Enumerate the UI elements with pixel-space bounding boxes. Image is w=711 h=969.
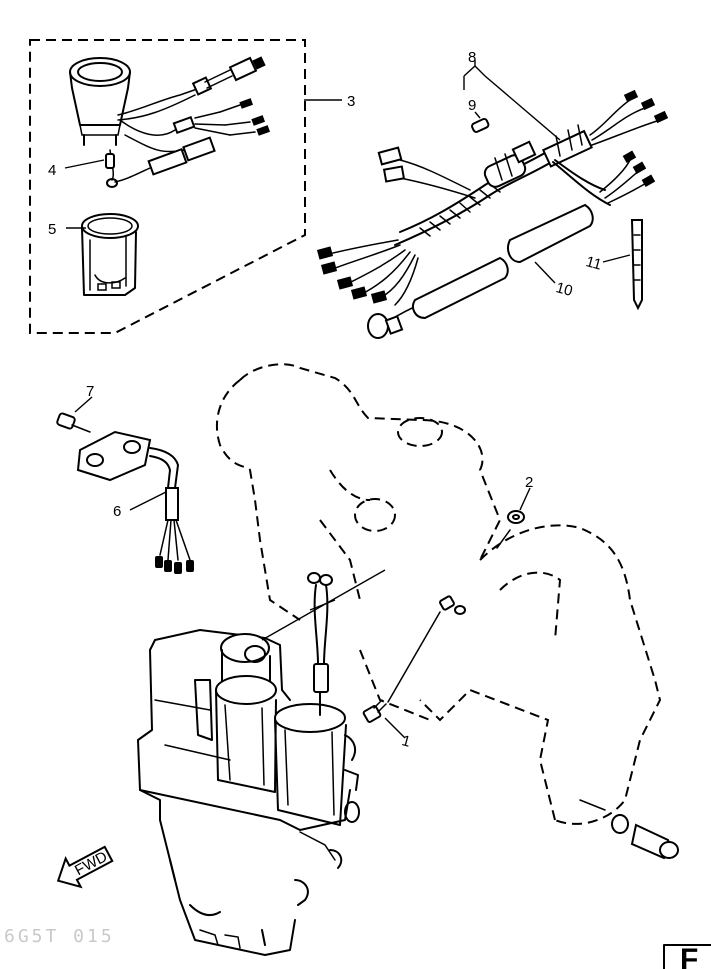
trim-meter-gauge[interactable] [69, 56, 271, 188]
callout-7: 7 [86, 383, 94, 400]
callout-11: 11 [584, 253, 603, 273]
bracket-housing-phantom [215, 363, 662, 825]
callout-9: 9 [468, 97, 476, 114]
part-5-meter-bracket[interactable] [81, 213, 139, 296]
corner-tab-label: F [680, 943, 698, 969]
part-8-wiring-harness[interactable] [316, 89, 669, 339]
callout-8: 8 [468, 49, 476, 66]
callout-labels: 3 4 5 8 9 10 11 7 6 2 1 [48, 49, 603, 751]
fwd-direction-arrow: FWD [56, 845, 114, 889]
callout-5: 5 [48, 221, 56, 238]
part-9-connector-pin[interactable] [471, 117, 490, 133]
corner-tab: F [663, 943, 711, 969]
callout-3: 3 [347, 93, 355, 110]
part-4-pin[interactable] [105, 153, 115, 169]
drawing-code: 6G5T 015 [4, 926, 115, 947]
callout-6: 6 [113, 503, 121, 520]
callout-10: 10 [554, 279, 575, 300]
part-10-protective-sleeve[interactable] [412, 203, 594, 320]
fwd-label: FWD [72, 848, 110, 879]
part-7-screw[interactable] [56, 412, 91, 433]
part-6-trim-sensor[interactable] [76, 430, 194, 574]
callout-2: 2 [525, 474, 533, 491]
part-1-screw[interactable] [362, 595, 466, 723]
part-11-cable-tie[interactable] [630, 219, 643, 311]
bolt-and-washer[interactable] [579, 799, 679, 860]
leader-lines [64, 60, 631, 739]
group-3-dashed-box [29, 39, 306, 334]
callout-4: 4 [48, 162, 56, 179]
part-2-nut[interactable] [496, 510, 525, 549]
power-trim-tilt-unit [137, 572, 360, 956]
